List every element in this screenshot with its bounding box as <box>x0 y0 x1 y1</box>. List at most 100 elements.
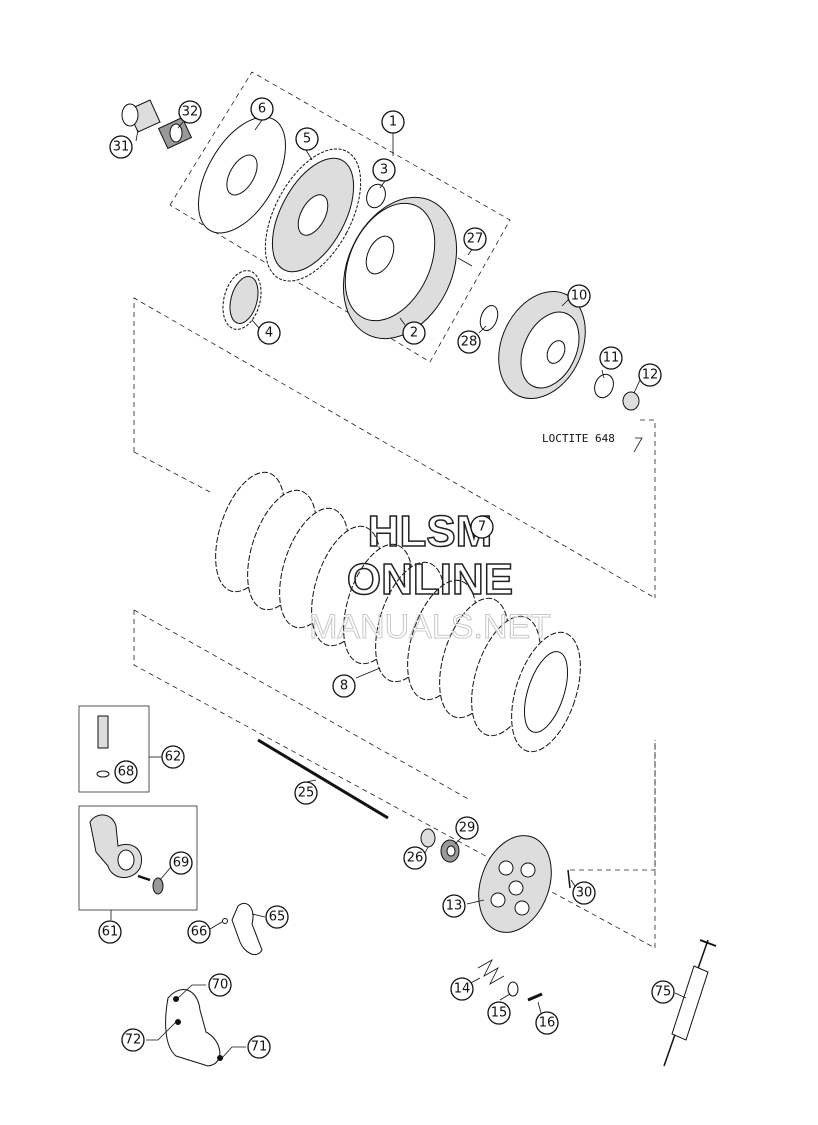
callout-8[interactable]: 8 <box>332 674 356 698</box>
callout-14-label: 14 <box>454 982 471 997</box>
washer-part <box>479 304 499 332</box>
clutch-basket-part <box>342 196 458 340</box>
callout-13-label: 13 <box>446 899 463 914</box>
lock-washer-part <box>594 373 614 399</box>
slave-cylinder-box <box>78 705 150 793</box>
spring-bolt-part <box>527 992 543 1002</box>
clutch-plates-stack <box>215 471 581 753</box>
callout-3[interactable]: 3 <box>372 158 396 182</box>
release-lever-box <box>78 805 198 911</box>
thrust-disc-part <box>198 116 286 234</box>
callout-25[interactable]: 25 <box>294 781 318 805</box>
pressure-plate-part <box>478 835 552 933</box>
callout-30[interactable]: 30 <box>572 881 596 905</box>
callout-12[interactable]: 12 <box>638 363 662 387</box>
ring-part <box>366 183 386 209</box>
callout-1-label: 1 <box>389 115 397 130</box>
callout-15[interactable]: 15 <box>487 1001 511 1025</box>
callout-71[interactable]: 71 <box>247 1035 271 1059</box>
callout-10-label: 10 <box>571 289 588 304</box>
callout-27-label: 27 <box>467 232 484 247</box>
callout-65-label: 65 <box>269 910 286 925</box>
callout-31[interactable]: 31 <box>109 135 133 159</box>
callout-10[interactable]: 10 <box>567 284 591 308</box>
callout-65[interactable]: 65 <box>265 905 289 929</box>
callout-68[interactable]: 68 <box>114 760 138 784</box>
callout-2-label: 2 <box>410 326 418 341</box>
callout-7[interactable]: 7 <box>470 515 494 539</box>
callout-14[interactable]: 14 <box>450 977 474 1001</box>
primary-gear-part <box>264 148 362 282</box>
callout-70[interactable]: 70 <box>208 973 232 997</box>
callout-3-label: 3 <box>380 163 388 178</box>
callout-71-label: 71 <box>251 1040 268 1055</box>
callout-11-label: 11 <box>603 351 620 366</box>
callout-8-label: 8 <box>340 679 348 694</box>
callout-70-label: 70 <box>212 978 229 993</box>
dashed-link-lines <box>570 419 656 871</box>
callout-66[interactable]: 66 <box>187 920 211 944</box>
callout-30-label: 30 <box>576 886 593 901</box>
callout-7-label: 7 <box>478 520 486 535</box>
spring-washer-part <box>507 981 519 997</box>
callout-15-label: 15 <box>491 1006 508 1021</box>
callout-29-label: 29 <box>459 821 476 836</box>
callout-75-label: 75 <box>655 985 672 1000</box>
callout-4[interactable]: 4 <box>257 321 281 345</box>
callout-1[interactable]: 1 <box>381 110 405 134</box>
callout-16[interactable]: 16 <box>535 1011 559 1035</box>
callout-32[interactable]: 32 <box>178 100 202 124</box>
watermark: HLSM ONLINE MANUALS.NET <box>309 506 552 646</box>
callout-26[interactable]: 26 <box>403 846 427 870</box>
callouts: 1 3 5 6 32 31 27 10 4 2 28 11 12 7 8 62 … <box>98 97 675 1059</box>
gasket-part <box>231 902 263 955</box>
callout-66-label: 66 <box>191 925 208 940</box>
callout-27[interactable]: 27 <box>463 227 487 251</box>
clutch-spring-part <box>477 958 505 986</box>
callout-69-label: 69 <box>173 856 190 871</box>
loctite-note: LOCTITE 648 <box>542 432 615 445</box>
watermark-line2: ONLINE <box>347 555 513 604</box>
callout-5-label: 5 <box>303 132 311 147</box>
callout-61[interactable]: 61 <box>98 920 122 944</box>
callout-6-label: 6 <box>258 102 266 117</box>
primary-gear-group-box <box>169 71 511 363</box>
callout-5[interactable]: 5 <box>295 127 319 151</box>
slave-cylinder-part <box>96 715 110 778</box>
o-ring-part <box>222 918 228 924</box>
seal-part <box>137 874 164 895</box>
nut-part <box>622 391 640 411</box>
callout-62[interactable]: 62 <box>161 745 185 769</box>
screw-part <box>457 257 473 267</box>
callout-69[interactable]: 69 <box>169 851 193 875</box>
callout-11[interactable]: 11 <box>599 346 623 370</box>
loctite-label: LOCTITE 648 <box>542 432 615 445</box>
bushing-part <box>121 99 161 133</box>
cover-gasket-part <box>165 988 223 1067</box>
small-gear-part <box>222 270 262 330</box>
callout-4-label: 4 <box>265 326 273 341</box>
release-bearing-part <box>440 839 460 863</box>
callout-16-label: 16 <box>539 1016 556 1031</box>
callout-68-label: 68 <box>118 765 135 780</box>
callout-29[interactable]: 29 <box>455 816 479 840</box>
needle-bearing-part <box>157 116 193 150</box>
callout-28[interactable]: 28 <box>457 330 481 354</box>
callout-13[interactable]: 13 <box>442 894 466 918</box>
callout-12-label: 12 <box>642 368 659 383</box>
callout-72[interactable]: 72 <box>121 1028 145 1052</box>
watermark-line3: MANUALS.NET <box>309 608 551 646</box>
release-lever-part <box>89 814 142 878</box>
push-rod-part <box>257 738 389 820</box>
callout-72-label: 72 <box>125 1033 142 1048</box>
callout-25-label: 25 <box>298 786 315 801</box>
callout-75[interactable]: 75 <box>651 980 675 1004</box>
inner-hub-part <box>498 291 586 399</box>
callout-61-label: 61 <box>102 925 119 940</box>
callout-62-label: 62 <box>165 750 182 765</box>
callout-2[interactable]: 2 <box>402 321 426 345</box>
callout-31-label: 31 <box>113 140 130 155</box>
callout-6[interactable]: 6 <box>250 97 274 121</box>
pressure-piece-part <box>420 828 436 848</box>
